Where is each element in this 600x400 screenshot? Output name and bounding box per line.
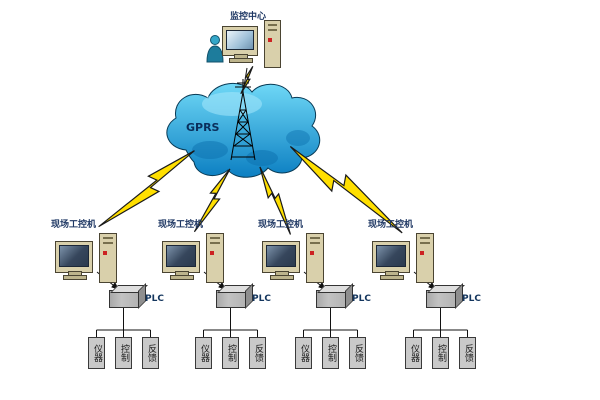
device-box: 反馈 — [249, 337, 266, 369]
plc-label: PLC — [145, 294, 164, 304]
plc-box — [426, 290, 456, 308]
plc-label: PLC — [352, 294, 371, 304]
field-station: 现场工控机 PLC 仪器 控制 反馈 — [362, 215, 487, 375]
drive-slot — [420, 237, 430, 239]
device-box: 仪器 — [295, 337, 312, 369]
device-label: 控制 — [119, 344, 129, 362]
field-station: 现场工控机 PLC 仪器 控制 反馈 — [252, 215, 377, 375]
drive-slot — [268, 29, 277, 31]
device-label: 仪器 — [92, 344, 102, 362]
device-label: 反馈 — [463, 344, 473, 362]
drive-slot — [103, 242, 113, 244]
device-row: 仪器 控制 反馈 — [88, 337, 159, 369]
computer-tower-icon — [264, 20, 281, 68]
person-icon — [206, 35, 224, 63]
drive-slot — [210, 237, 220, 239]
device-label: 反馈 — [146, 344, 156, 362]
device-box: 反馈 — [349, 337, 366, 369]
device-label: 反馈 — [253, 344, 263, 362]
monitor-screen — [226, 30, 254, 50]
monitor-screen — [266, 245, 296, 267]
field-station: 现场工控机 PLC 仪器 控制 反馈 — [45, 215, 170, 375]
power-led — [310, 251, 314, 255]
device-box: 反馈 — [142, 337, 159, 369]
computer-tower-icon — [99, 233, 117, 283]
device-label: 仪器 — [199, 344, 209, 362]
device-row: 仪器 控制 反馈 — [405, 337, 476, 369]
station-label: 现场工控机 — [51, 220, 97, 230]
computer-tower-icon — [206, 233, 224, 283]
monitor-screen — [166, 245, 196, 267]
device-box: 控制 — [322, 337, 339, 369]
device-row: 仪器 控制 反馈 — [295, 337, 366, 369]
device-box: 仪器 — [88, 337, 105, 369]
station-label: 现场工控机 — [158, 220, 204, 230]
monitor-screen — [376, 245, 406, 267]
monitoring-center-label: 监控中心 — [230, 12, 267, 22]
device-label: 反馈 — [353, 344, 363, 362]
device-label: 仪器 — [299, 344, 309, 362]
drive-slot — [310, 242, 320, 244]
plc-label: PLC — [252, 294, 271, 304]
power-led — [420, 251, 424, 255]
monitor-screen — [59, 245, 89, 267]
device-box: 控制 — [115, 337, 132, 369]
device-box: 控制 — [432, 337, 449, 369]
device-label: 仪器 — [409, 344, 419, 362]
plc-label: PLC — [462, 294, 481, 304]
power-led — [103, 251, 107, 255]
plc-box — [109, 290, 139, 308]
drive-slot — [268, 24, 277, 26]
gprs-cloud: GPRS — [166, 83, 321, 178]
plc-box — [216, 290, 246, 308]
monitor-icon — [162, 241, 200, 280]
device-label: 控制 — [326, 344, 336, 362]
monitor-icon — [222, 26, 258, 63]
device-box: 反馈 — [459, 337, 476, 369]
station-label: 现场工控机 — [368, 220, 414, 230]
device-box: 仪器 — [195, 337, 212, 369]
device-label: 控制 — [226, 344, 236, 362]
antenna-icon — [230, 79, 256, 161]
monitor-icon — [372, 241, 410, 280]
drive-slot — [310, 237, 320, 239]
gprs-label: GPRS — [186, 121, 220, 134]
monitor-icon — [262, 241, 300, 280]
device-box: 控制 — [222, 337, 239, 369]
plc-box — [316, 290, 346, 308]
device-box: 仪器 — [405, 337, 422, 369]
drive-slot — [103, 237, 113, 239]
drive-slot — [210, 242, 220, 244]
computer-tower-icon — [306, 233, 324, 283]
device-row: 仪器 控制 反馈 — [195, 337, 266, 369]
drive-slot — [420, 242, 430, 244]
device-label: 控制 — [436, 344, 446, 362]
station-label: 现场工控机 — [258, 220, 304, 230]
power-led — [268, 38, 272, 42]
field-station: 现场工控机 PLC 仪器 控制 反馈 — [152, 215, 277, 375]
computer-tower-icon — [416, 233, 434, 283]
power-led — [210, 251, 214, 255]
monitoring-center: 监控中心 — [200, 8, 320, 78]
monitor-icon — [55, 241, 93, 280]
